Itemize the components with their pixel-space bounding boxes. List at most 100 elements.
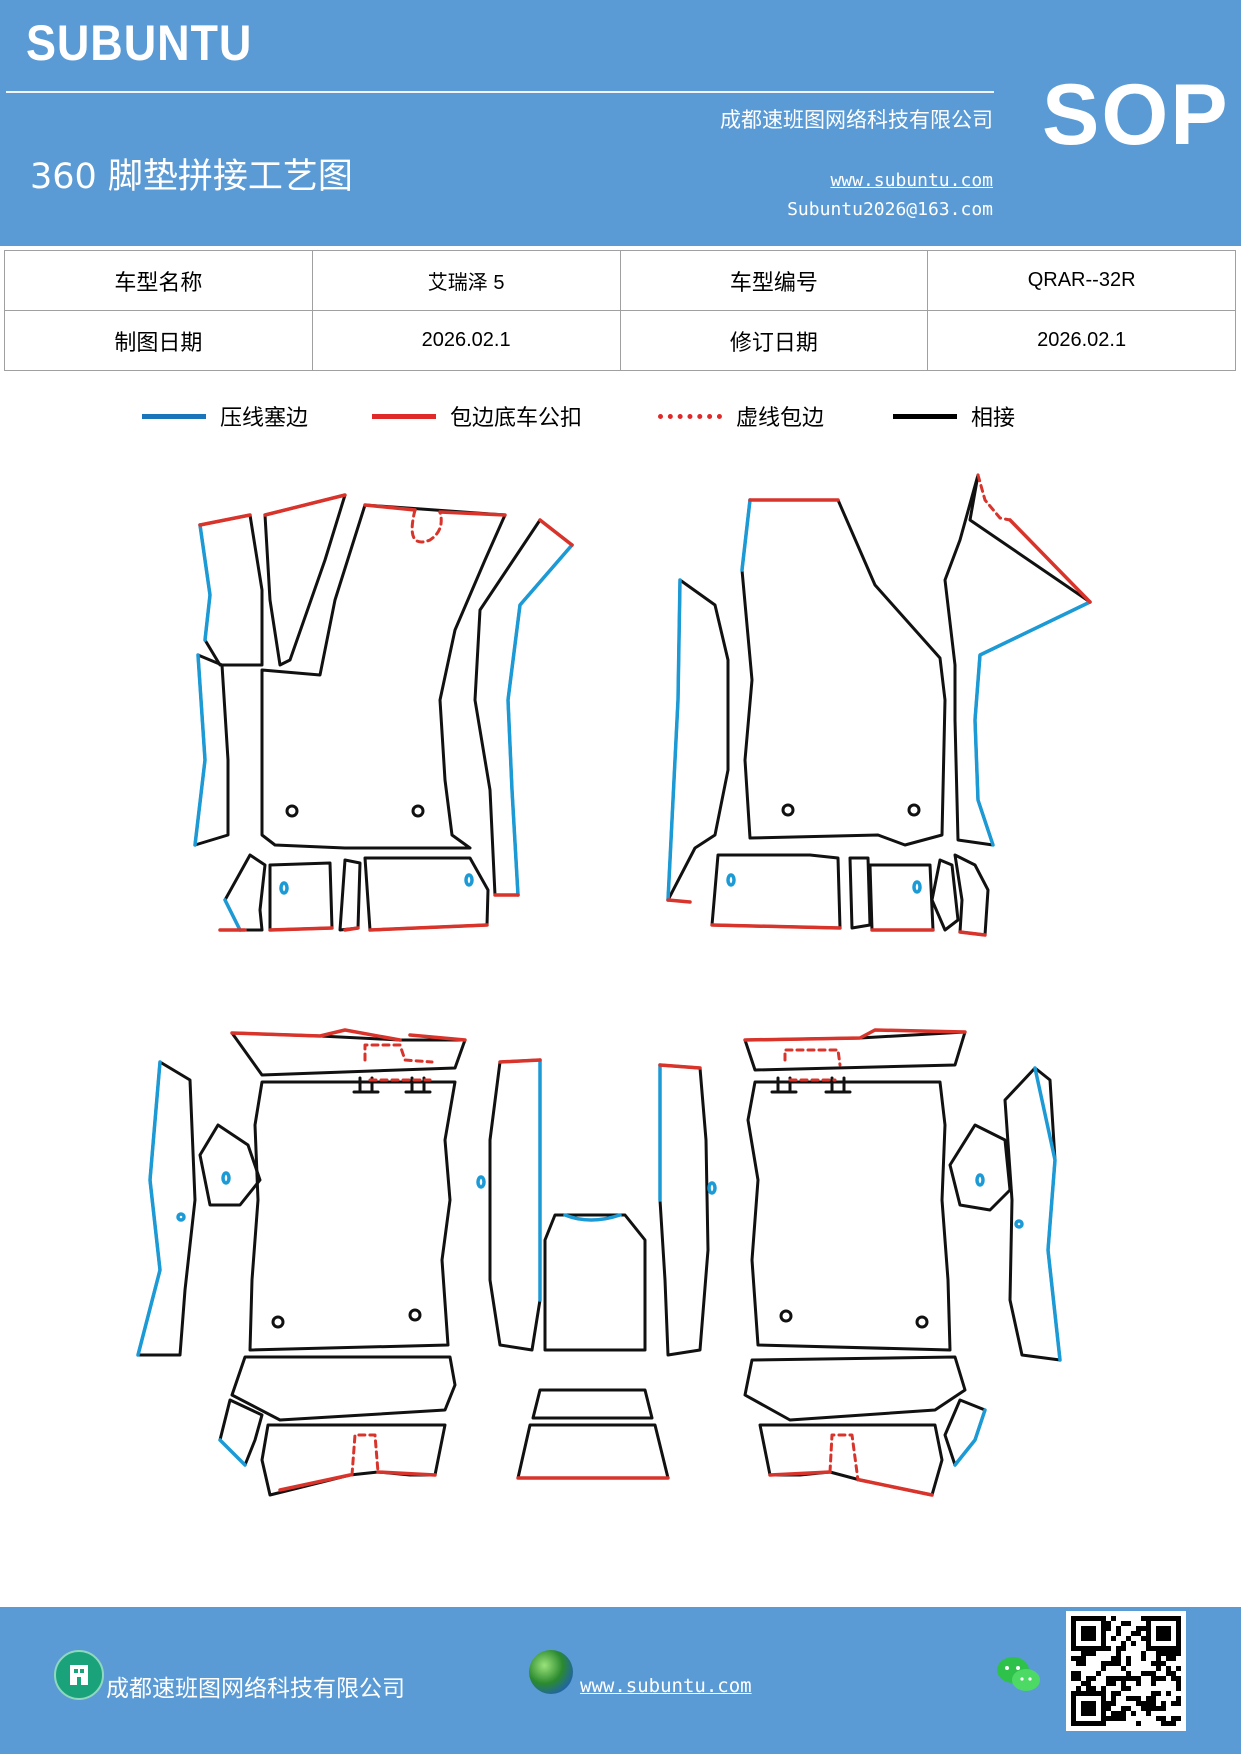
mat-rear-right-outer — [1003, 1066, 1062, 1362]
mat-front-right-lower-e — [953, 853, 990, 937]
legend-label: 相接 — [971, 406, 1016, 431]
edge-red — [218, 923, 489, 932]
mat-rear-left-lower-a — [230, 1355, 457, 1422]
edge-blue — [218, 1438, 247, 1467]
legend-item-press-line: 压线塞边 — [142, 400, 308, 432]
mat-front-right-lower-c — [868, 863, 935, 932]
edge-blue — [666, 578, 682, 902]
website-link[interactable]: www.subuntu.com — [830, 170, 993, 191]
globe-icon — [529, 1650, 573, 1694]
mat-front-left-lower-d — [363, 856, 490, 932]
edge-blue — [563, 1213, 622, 1222]
clip-marker — [975, 1173, 985, 1187]
edge-red — [1008, 518, 1092, 604]
mat-rear-left-main — [248, 1080, 457, 1352]
mat-rear-left-outer — [136, 1060, 197, 1357]
legend-item-edge-wrap: 包边底车公扣 — [372, 400, 582, 432]
clip-marker — [1014, 1219, 1024, 1229]
edge-red — [743, 1028, 967, 1042]
footer-company-name: 成都速班图网络科技有限公司 — [106, 1676, 405, 1702]
mat-front-left-lower-c — [338, 858, 362, 932]
footer-website-link[interactable]: www.subuntu.com — [580, 1675, 752, 1697]
edge-red — [768, 1470, 934, 1497]
wechat-icon[interactable] — [995, 1654, 1043, 1696]
fastener-mark — [352, 1076, 432, 1094]
legend-swatch-blue — [142, 413, 206, 419]
mat-rear-right-inner-strip — [658, 1063, 710, 1357]
company-name: 成都速班图网络科技有限公司 — [720, 108, 993, 132]
mat-rear-right-bracket — [948, 1123, 1012, 1212]
mat-rear-left-inner-strip — [488, 1058, 542, 1352]
edge-blue — [223, 898, 242, 932]
mat-front-right-strip — [943, 473, 1092, 847]
edge-red — [198, 513, 252, 527]
legend-swatch-black — [893, 413, 957, 419]
mat-center-lower-b — [516, 1423, 670, 1480]
edge-blue — [136, 1060, 162, 1357]
legend-label: 压线塞边 — [220, 406, 309, 431]
mat-front-left-lower-a — [223, 853, 267, 932]
edge-red-dotted — [828, 1433, 860, 1482]
mat-front-left-lower-b — [268, 861, 334, 932]
clip-hole — [915, 1315, 929, 1329]
brand-logo: SUBUNTU — [26, 15, 253, 71]
mat-rear-left-lower-c — [218, 1398, 264, 1467]
edge-blue — [740, 498, 752, 572]
edge-red — [363, 503, 507, 517]
edge-red-dotted — [350, 1433, 380, 1477]
floor-mat-diagram — [136, 473, 1092, 1497]
mat-rear-left-bracket — [198, 1123, 262, 1207]
label-revision-date: 修订日期 — [619, 310, 929, 371]
header-divider — [6, 91, 994, 93]
edge-blue — [198, 523, 212, 642]
edge-red-dotted — [783, 1048, 842, 1082]
clip-marker — [464, 873, 474, 887]
value-model-code: QRAR--32R — [927, 250, 1236, 311]
value-draw-date: 2026.02.1 — [311, 310, 621, 371]
building-icon — [54, 1650, 104, 1700]
clip-hole — [781, 803, 795, 817]
value-revision-date: 2026.02.1 — [927, 310, 1236, 371]
clip-marker — [176, 1212, 186, 1222]
edge-red — [538, 518, 574, 547]
mat-rear-left-top — [230, 1031, 467, 1077]
header-banner: SUBUNTU 成都速班图网络科技有限公司 360 脚垫拼接工艺图 www.su… — [0, 0, 1241, 246]
clip-marker — [912, 880, 922, 894]
sop-badge: SOP — [1042, 67, 1230, 163]
edge-blue — [193, 653, 207, 847]
clip-hole — [271, 1315, 285, 1329]
mat-front-right-main — [740, 498, 947, 847]
table-row: 车型名称 艾瑞泽 5 车型编号 QRAR--32R — [4, 250, 1236, 311]
mat-front-right-lower-a — [710, 853, 842, 930]
legend-label: 虚线包边 — [736, 406, 825, 431]
edge-red-dotted — [976, 473, 1012, 522]
clip-marker — [476, 1175, 486, 1189]
legend-item-dotted-edge: 虚线包边 — [658, 400, 824, 432]
edge-red — [658, 1063, 702, 1070]
mat-front-left-pedal — [263, 493, 347, 667]
clip-marker — [279, 881, 289, 895]
qr-code[interactable] — [1066, 1611, 1186, 1731]
edge-red-dotted — [363, 1043, 434, 1082]
edge-red — [263, 493, 347, 517]
clip-marker — [726, 873, 736, 887]
edge-red — [710, 923, 987, 937]
edge-blue — [953, 1408, 987, 1467]
edge-blue — [506, 543, 574, 897]
footer-banner: 成都速班图网络科技有限公司 www.subuntu.com — [0, 1607, 1241, 1754]
clip-hole — [408, 1308, 422, 1322]
label-model-code: 车型编号 — [619, 250, 929, 311]
mat-center-lower-a — [531, 1388, 654, 1420]
legend-label: 包边底车公扣 — [450, 406, 583, 431]
edge-red — [230, 1028, 467, 1042]
mat-rear-right-lower-a — [743, 1355, 967, 1422]
mat-center-tunnel — [543, 1213, 647, 1352]
legend-swatch-red — [372, 413, 436, 419]
clip-hole — [907, 803, 921, 817]
clip-marker — [221, 1171, 231, 1185]
email-address: Subuntu2026@163.com — [787, 199, 993, 220]
legend-item-joint: 相接 — [893, 400, 1015, 432]
vehicle-info-table: 车型名称 艾瑞泽 5 车型编号 QRAR--32R 制图日期 2026.02.1… — [4, 250, 1236, 371]
label-draw-date: 制图日期 — [4, 310, 313, 371]
edge-red — [666, 898, 692, 904]
